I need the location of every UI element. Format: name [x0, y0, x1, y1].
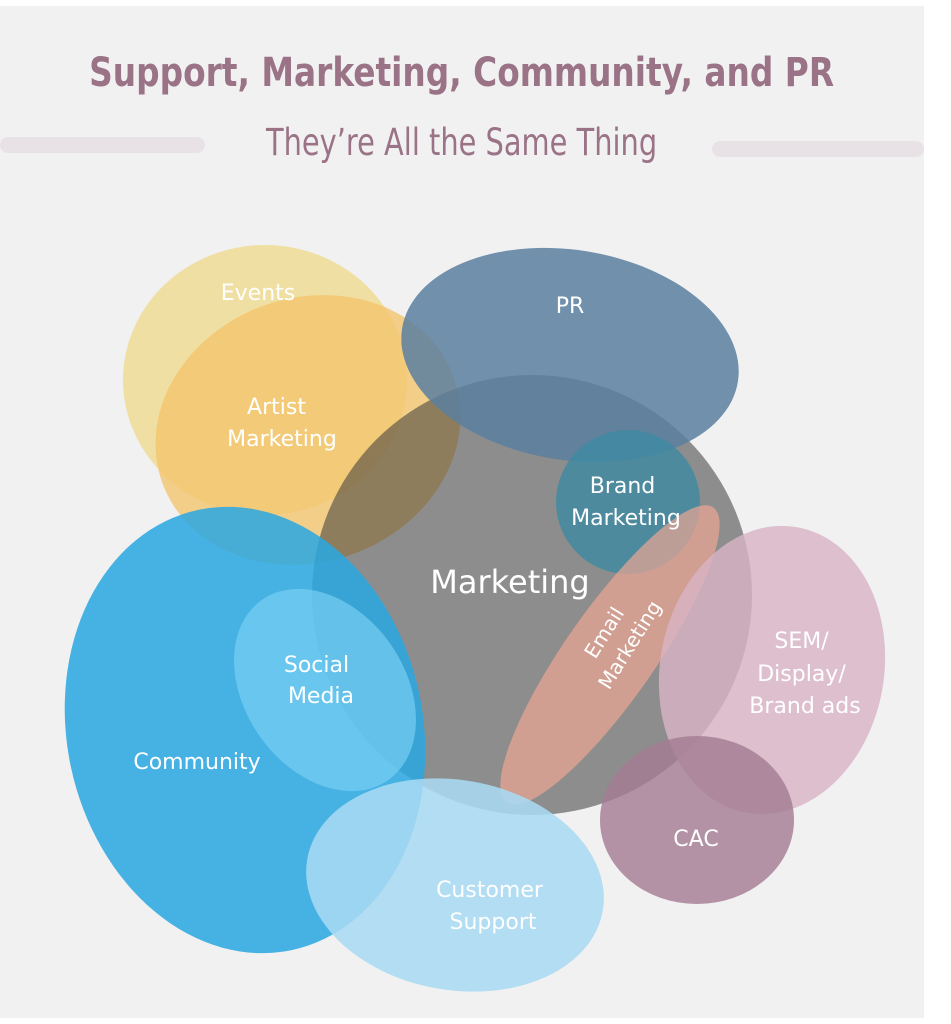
ellipse-pr — [401, 247, 739, 463]
decorative-rule-right — [712, 141, 924, 157]
ellipse-social-media — [234, 588, 416, 792]
label-cac: CAC — [673, 827, 718, 852]
page-title: Support, Marketing, Community, and PR — [89, 50, 835, 96]
decorative-rule-left — [0, 137, 205, 153]
label-marketing: Marketing — [430, 563, 589, 601]
ellipse-cac — [600, 736, 794, 904]
label-brand-marketing: Brand Marketing — [571, 474, 681, 531]
label-social-media: Social Media — [284, 653, 356, 709]
page-subtitle: They’re All the Same Thing — [265, 121, 658, 164]
label-customer-support: Customer Support — [436, 878, 550, 935]
label-artist-marketing: Artist Marketing — [227, 395, 337, 452]
ellipse-email-marketing — [500, 505, 720, 805]
label-community: Community — [133, 750, 260, 775]
label-pr: PR — [556, 294, 585, 319]
label-sem-display-brand-ads: SEM/ Display/ Brand ads — [749, 629, 860, 719]
ellipse-customer-support — [306, 778, 604, 992]
label-events: Events — [221, 281, 296, 306]
